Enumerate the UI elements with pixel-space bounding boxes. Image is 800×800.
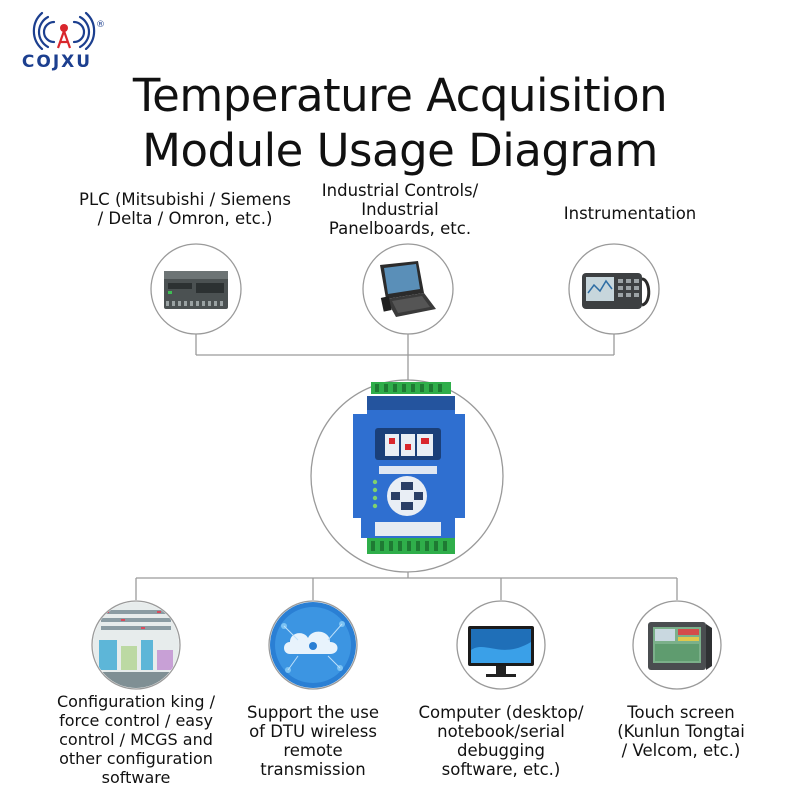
touch-screen-icon	[648, 622, 712, 670]
computer-label: Computer (desktop/ notebook/serial debug…	[404, 703, 598, 779]
computer-label-line: software, etc.)	[441, 760, 561, 779]
scada-node	[91, 600, 181, 690]
registered-mark: ®	[96, 20, 105, 30]
touch-screen-label-line: (Kunlun Tongtai	[617, 722, 745, 741]
plc-label: PLC (Mitsubishi / Siemens / Delta / Omro…	[50, 190, 320, 228]
page-title-line-2: Module Usage Diagram	[142, 124, 658, 177]
configuration-software-label-line: force control / easy	[59, 711, 213, 730]
industrial-laptop-icon	[380, 261, 436, 317]
touch-screen-node	[632, 600, 722, 690]
computer-node	[456, 600, 546, 690]
dtu-wireless-label-line: Support the use	[247, 703, 379, 722]
plc-label-line: / Delta / Omron, etc.)	[97, 209, 273, 228]
center-module-node	[310, 379, 504, 573]
configuration-software-label: Configuration king / force control / eas…	[20, 692, 252, 787]
monitor-icon	[468, 626, 534, 677]
dtu-wireless-label-line: remote	[283, 741, 343, 760]
configuration-software-label-line: control / MCGS and	[59, 730, 213, 749]
cloud-dtu-icon	[270, 602, 356, 688]
industrial-controls-label-line: Panelboards, etc.	[328, 219, 472, 238]
plc-icon	[164, 271, 228, 309]
brand-logo: ®	[14, 10, 114, 80]
plc-label-line: PLC (Mitsubishi / Siemens	[79, 190, 291, 209]
dtu-wireless-label-line: of DTU wireless	[249, 722, 377, 741]
brand-name: COJXU	[21, 52, 93, 72]
cloud-node	[268, 600, 358, 690]
instrumentation-label-line: Instrumentation	[563, 204, 697, 223]
industrial-controls-label: Industrial Controls/ Industrial Panelboa…	[300, 181, 500, 238]
touch-screen-label-line: / Velcom, etc.)	[621, 741, 741, 760]
touch-screen-label-line: Touch screen	[627, 703, 735, 722]
industrial-controls-label-line: Industrial Controls/	[321, 181, 479, 200]
configuration-software-label-line: other configuration	[59, 749, 213, 768]
configuration-software-label-line: Configuration king /	[56, 692, 216, 711]
computer-label-line: notebook/serial	[437, 722, 565, 741]
page-title-line-1: Temperature Acquisition	[132, 69, 668, 122]
computer-label-line: Computer (desktop/	[418, 703, 584, 722]
laptop-node	[362, 243, 454, 335]
plc-node	[150, 243, 242, 335]
instrument-icon	[582, 273, 651, 309]
dtu-wireless-label-line: transmission	[260, 760, 366, 779]
touch-screen-label: Touch screen (Kunlun Tongtai / Velcom, e…	[598, 703, 764, 760]
temperature-module-icon	[353, 382, 465, 554]
instrument-node	[568, 243, 660, 335]
signal-tower-icon	[32, 11, 96, 50]
industrial-controls-label-line: Industrial	[361, 200, 439, 219]
instrumentation-label: Instrumentation	[540, 204, 720, 223]
scada-screen-icon	[93, 602, 179, 688]
computer-label-line: debugging	[456, 741, 546, 760]
dtu-wireless-label: Support the use of DTU wireless remote t…	[230, 703, 396, 779]
configuration-software-label-line: software	[101, 768, 171, 787]
